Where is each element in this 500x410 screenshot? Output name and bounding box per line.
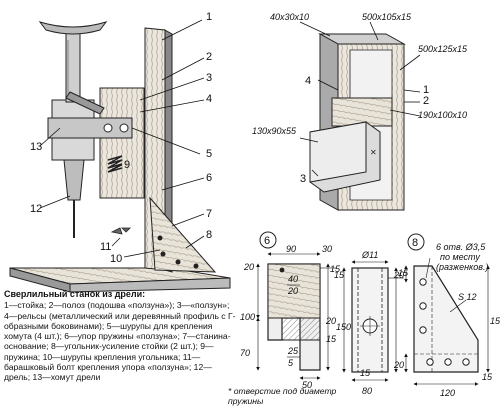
part8-circle (407, 233, 425, 251)
clamp-part-drawing (342, 260, 404, 382)
part6-dim-20: 20 (243, 262, 254, 272)
part6-ratio-40: 40 (288, 274, 298, 284)
drill-clamp (47, 117, 133, 139)
part8-dim-120: 120 (440, 388, 455, 398)
part6-dim-20b: 20 (325, 316, 336, 326)
part6-drawing (256, 231, 336, 380)
part6-ratio-5: 5 (288, 358, 294, 368)
part6-dim-15b: 15 (326, 334, 337, 344)
slider (99, 87, 145, 199)
drill-handle (38, 21, 108, 35)
clamp-dim-15-left: 15 (334, 270, 345, 280)
part6-dim-30: 30 (322, 244, 332, 254)
part6-circle (259, 231, 277, 249)
rail-label-rails: 4 (305, 75, 311, 87)
rail-dim-slider-block: 130x90x55 (252, 126, 297, 136)
label-spring-stop: 6 (206, 172, 212, 184)
spring (107, 155, 123, 173)
part6-dim-15: 15 (330, 264, 341, 274)
part6-dim-70: 70 (240, 348, 250, 358)
caption-title: Сверлильный станок из дрели: (4, 289, 146, 299)
clamp-dim-15-bottom: 15 (360, 368, 371, 378)
label-clamp: 13 (30, 141, 42, 153)
clamp-hole-label: Ø11 (361, 250, 378, 260)
footnote-hole: * отверстие под диаметр пружины (228, 386, 337, 406)
label-base: 7 (206, 208, 212, 220)
part6-number: 6 (264, 235, 270, 247)
part8-dim-15: 15 (482, 372, 493, 382)
part6-dim-50: 50 (302, 380, 312, 390)
rail-label-slider-base: 2 (423, 95, 429, 107)
part8-hole-note-2: по месту (440, 252, 480, 262)
part6-ratio-20: 20 (287, 286, 298, 296)
label-slider-base: 2 (206, 51, 212, 63)
part8-hole-note-1: 6 отв. Ø3,5 (436, 242, 486, 252)
label-drill: 12 (30, 203, 42, 215)
rail-label-rack: 1 (423, 84, 429, 96)
svg-text:✕: ✕ (370, 148, 377, 157)
label-gusset-screws: 10 (110, 253, 122, 265)
part8-number: 8 (412, 237, 418, 249)
figure-caption: Сверлильный станок из дрели: 1—стойка; 2… (4, 289, 236, 383)
part6-ratio-25: 25 (287, 346, 299, 356)
rail-detail-illustration: ✕ (299, 21, 421, 211)
part8-dim-20-top: 20 (393, 270, 404, 280)
slider-board (331, 97, 393, 127)
drill-chuck (63, 159, 85, 201)
label-spring: 9 (124, 159, 130, 171)
part6-dim-100: 100 (240, 312, 255, 322)
clamp-dim-80: 80 (362, 386, 372, 396)
label-slider: 3 (206, 72, 212, 84)
label-gusset: 8 (206, 229, 212, 241)
label-rails: 4 (206, 93, 212, 105)
part8-hole-note-3: (разженков.) (436, 262, 489, 272)
part8-dim-150: 150 (490, 316, 500, 326)
clamp-dim-150: 150 (336, 322, 351, 332)
part6-ratio-40-20: 40 20 (287, 274, 300, 296)
rail-dim-rack-side: 500x125x15 (418, 44, 468, 54)
gusset (149, 196, 217, 273)
rail-dim-rack: 500x105x15 (362, 12, 412, 22)
part8-dim-20-bottom: 20 (393, 360, 404, 370)
rail-dim-rail-section: 40x30x10 (270, 12, 309, 22)
part6-dim-90: 90 (286, 244, 296, 254)
label-wing-bolt: 11 (100, 241, 111, 253)
label-clamp-screws: 5 (206, 148, 212, 160)
part8-drawing (404, 233, 490, 386)
rail-label-slider: 3 (300, 173, 306, 185)
part6-ratio-25-5: 25 5 (287, 346, 300, 368)
label-rack: 1 (206, 11, 212, 23)
part8-thickness: S 12 (458, 292, 477, 302)
rail-dim-slider-board: 190x100x10 (418, 110, 467, 120)
caption-body: 1—стойка; 2—полоз (подошва «ползуна»); 3… (4, 300, 236, 383)
clamp-dim-15-right: 15 (398, 268, 409, 278)
drill-stand-illustration (9, 19, 231, 293)
